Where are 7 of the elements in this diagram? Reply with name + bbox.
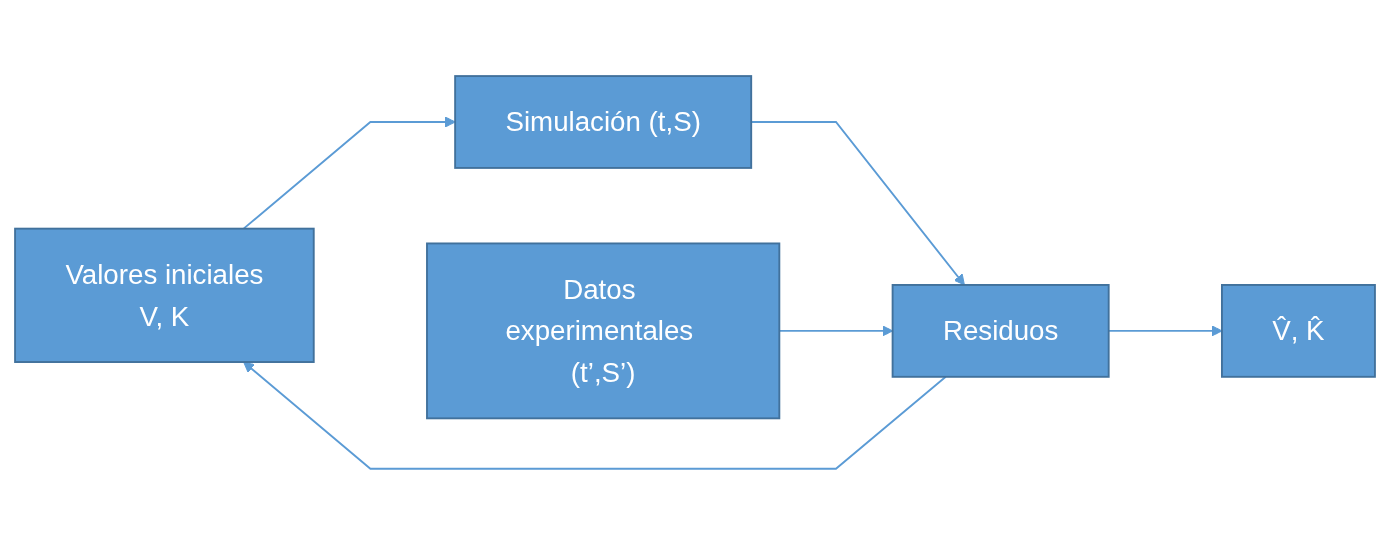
node-box: Datos experimentales (t’,S’) — [426, 242, 781, 420]
node-box: Simulación (t,S) — [454, 75, 753, 169]
node-box: Valores iniciales V, K — [14, 227, 315, 364]
arrow — [243, 361, 947, 470]
node-box: Residuos — [891, 284, 1110, 378]
arrow — [242, 116, 456, 230]
node-box: V̂, K̂ — [1221, 284, 1376, 378]
